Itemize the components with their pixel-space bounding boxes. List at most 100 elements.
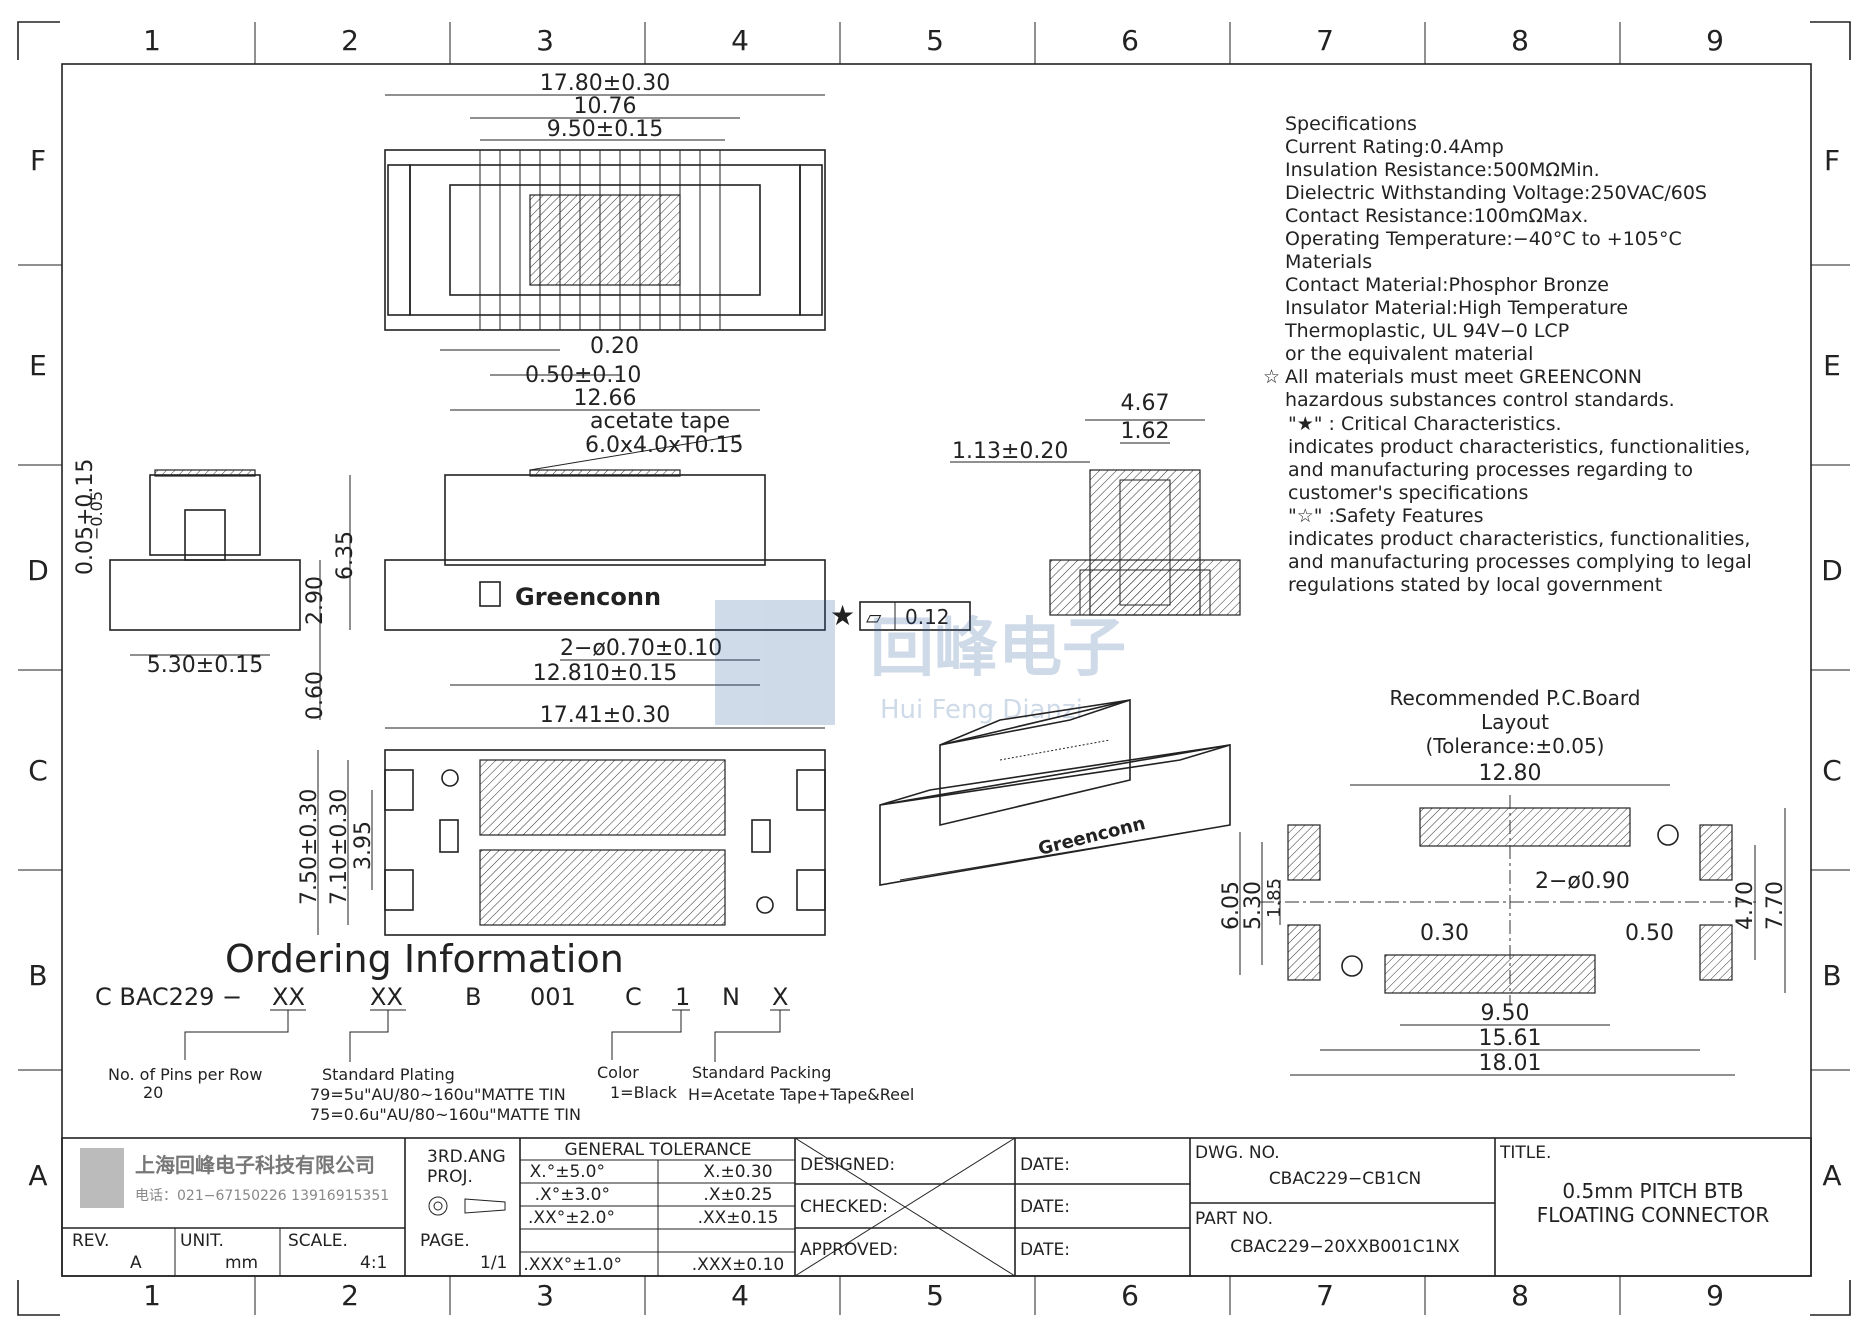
tol-3-0: .XXX°±1.0° [523, 1255, 622, 1275]
top-pin-row [479, 150, 721, 330]
row-label-b: B [28, 959, 47, 992]
grid-labels: 1 2 3 4 5 6 7 8 9 1 2 3 4 5 6 7 8 9 F E … [27, 24, 1843, 1312]
col-label-9: 9 [1706, 24, 1724, 57]
col-label-7-bottom: 7 [1316, 1279, 1334, 1312]
dim-0-60: 0.60 [303, 671, 328, 720]
company-name: 上海回峰电子科技有限公司 [135, 1153, 375, 1177]
row-label-d: D [27, 554, 49, 587]
dim-4-67: 4.67 [1121, 391, 1170, 416]
dwg-no-value: CBAC229−CB1CN [1269, 1169, 1421, 1189]
designed-label: DESIGNED: [800, 1155, 895, 1175]
spec-line-12: hazardous substances control standards. [1285, 389, 1675, 411]
watermark-en: Hui Feng Dianzi [880, 695, 1083, 725]
spec-line-6: Materials [1285, 251, 1372, 273]
tol-0-0: X.°±5.0° [530, 1162, 605, 1182]
row-label-a-right: A [1822, 1159, 1841, 1192]
dim-3-95: 3.95 [351, 821, 376, 870]
title-block: 上海回峰电子科技有限公司 电话：021−67150226 13916915351… [61, 1137, 1812, 1277]
pcb-dim-1-85: 1.85 [1264, 878, 1285, 918]
front-view: Greenconn 12.66 acetate tape 6.0x4.0xT0.… [384, 386, 971, 686]
projection-l2: PROJ. [427, 1167, 473, 1187]
code-prefix: C BAC229 − [95, 983, 242, 1011]
pcb-dim-7-70: 7.70 [1763, 881, 1788, 930]
designed-date-label: DATE: [1020, 1155, 1070, 1175]
row-label-b-right: B [1822, 959, 1841, 992]
iso-brand-text: Greenconn [1036, 813, 1147, 860]
part-no-value: CBAC229−20XXB001C1NX [1230, 1237, 1460, 1257]
dim-12-66: 12.66 [574, 386, 637, 411]
rev-label: REV. [72, 1231, 109, 1251]
plating-label: Standard Plating [322, 1065, 455, 1084]
col-label-1: 1 [143, 24, 161, 57]
row-label-c-right: C [1822, 754, 1842, 787]
spec-line-16: customer's specifications [1288, 482, 1528, 504]
code-pins: XX [272, 983, 305, 1011]
spec-line-3: Dielectric Withstanding Voltage:250VAC/6… [1285, 182, 1707, 204]
dim-7-50: 7.50±0.30 [297, 789, 322, 905]
row-label-f: F [30, 144, 46, 177]
col-label-2-bottom: 2 [341, 1279, 359, 1312]
spec-line-13: "★" : Critical Characteristics. [1288, 413, 1562, 435]
acetate-tape-size: 6.0x4.0xT0.15 [585, 433, 743, 458]
bottom-view: 17.41±0.30 7.50±0.30 7.10±0.30 3.95 [297, 703, 826, 936]
iso-view: Greenconn [879, 698, 1231, 886]
spec-line-14: indicates product characteristics, funct… [1288, 436, 1750, 458]
dim-0-05-minus: −0.05 [87, 491, 106, 540]
spec-line-0: Specifications [1285, 113, 1417, 135]
pcb-dim-15-61: 15.61 [1479, 1026, 1542, 1051]
code-packing: X [772, 983, 788, 1011]
row-label-d-right: D [1821, 554, 1843, 587]
company-logo [80, 1148, 124, 1208]
dim-2-phi-0-70: 2−ø0.70±0.10 [560, 636, 722, 661]
plating-79: 79=5u"AU/80~160u"MATTE TIN [310, 1085, 566, 1104]
scale-value: 4:1 [360, 1253, 387, 1273]
title-line-2: FLOATING CONNECTOR [1537, 1203, 1770, 1227]
unit-label: UNIT. [180, 1231, 224, 1251]
code-n: N [722, 983, 740, 1011]
dim-17-80: 17.80±0.30 [540, 71, 670, 96]
row-label-a: A [28, 1159, 47, 1192]
top-view: 17.80±0.30 10.76 9.50±0.15 0.20 0.50±0.1… [384, 71, 826, 388]
pcb-dim-6-05: 6.05 [1219, 881, 1244, 930]
tol-2-0: .XX°±2.0° [528, 1208, 615, 1228]
dim-0-50: 0.50±0.10 [525, 363, 641, 388]
page-value: 1/1 [480, 1253, 507, 1273]
col-label-3-bottom: 3 [536, 1279, 554, 1312]
section-view: 4.67 1.62 1.13±0.20 [950, 391, 1241, 616]
title-label: TITLE. [1499, 1143, 1551, 1163]
side-view: 0.05+0.15 −0.05 6.35 2.90 5.30±0.15 0.60 [73, 459, 358, 720]
ordering-information: Ordering Information C BAC229 − XX XX B … [95, 937, 914, 1124]
spec-line-15: and manufacturing processes regarding to [1288, 459, 1693, 481]
col-label-7: 7 [1316, 24, 1334, 57]
specifications: Specifications Current Rating:0.4Amp Ins… [1263, 113, 1752, 596]
pcb-dim-18-01: 18.01 [1479, 1051, 1542, 1076]
dim-0-05-plus: 0.05+0.15 [73, 459, 98, 575]
spec-line-9: Thermoplastic, UL 94V−0 LCP [1284, 320, 1569, 342]
spec-line-10: or the equivalent material [1285, 343, 1533, 365]
row-label-e: E [29, 349, 47, 382]
packing-label: Standard Packing [692, 1063, 831, 1082]
spec-line-18: indicates product characteristics, funct… [1288, 528, 1750, 550]
part-no-label: PART NO. [1195, 1209, 1273, 1229]
col-label-8: 8 [1511, 24, 1529, 57]
col-label-9-bottom: 9 [1706, 1279, 1724, 1312]
unit-value: mm [225, 1253, 258, 1273]
col-label-3: 3 [536, 24, 554, 57]
row-label-c: C [28, 754, 48, 787]
pins-label: No. of Pins per Row [108, 1065, 262, 1084]
dim-7-10: 7.10±0.30 [327, 789, 352, 905]
dim-1-62: 1.62 [1121, 419, 1170, 444]
col-label-8-bottom: 8 [1511, 1279, 1529, 1312]
row-label-f-right: F [1824, 144, 1840, 177]
critical-star-icon: ★ [830, 599, 855, 632]
projection-l1: 3RD.ANG [427, 1147, 506, 1167]
checked-date-label: DATE: [1020, 1197, 1070, 1217]
spec-line-5: Operating Temperature:−40°C to +105°C [1285, 228, 1682, 250]
scale-label: SCALE. [288, 1231, 348, 1251]
col-label-6-bottom: 6 [1121, 1279, 1139, 1312]
code-c: C [625, 983, 642, 1011]
watermark: 回峰电子 Hui Feng Dianzi [715, 600, 1126, 725]
plating-75: 75=0.6u"AU/80~160u"MATTE TIN [310, 1105, 581, 1124]
dim-12-810: 12.810±0.15 [533, 661, 677, 686]
